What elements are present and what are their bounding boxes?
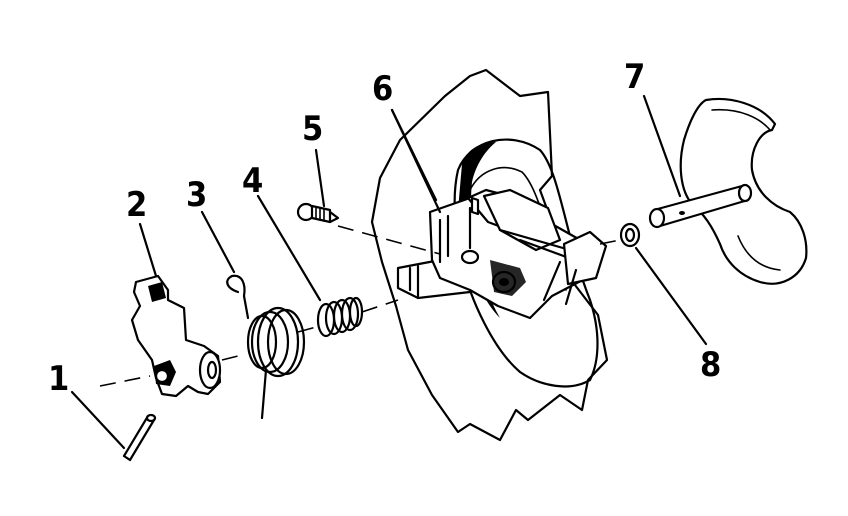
- callout-3: 3: [186, 175, 207, 215]
- small-spring: [316, 296, 364, 338]
- coil-spring: [226, 274, 306, 420]
- fan-with-shaft: [648, 98, 808, 285]
- screw: [296, 202, 340, 224]
- callout-7: 7: [624, 57, 645, 97]
- callout-5: 5: [302, 109, 323, 149]
- latch-bracket-assembly: [396, 188, 608, 320]
- callout-labels: 1 2 3 4 5 6 7 8: [48, 57, 721, 399]
- callout-1: 1: [48, 359, 69, 399]
- washer: [619, 222, 641, 248]
- callout-6: 6: [372, 69, 393, 109]
- actuator-cam: [130, 274, 222, 398]
- callout-4: 4: [242, 161, 263, 201]
- pin: [122, 413, 157, 462]
- callout-2: 2: [126, 185, 147, 225]
- alignment-lines: [99, 225, 621, 387]
- leader-lines: [70, 94, 708, 450]
- callout-8: 8: [700, 345, 721, 385]
